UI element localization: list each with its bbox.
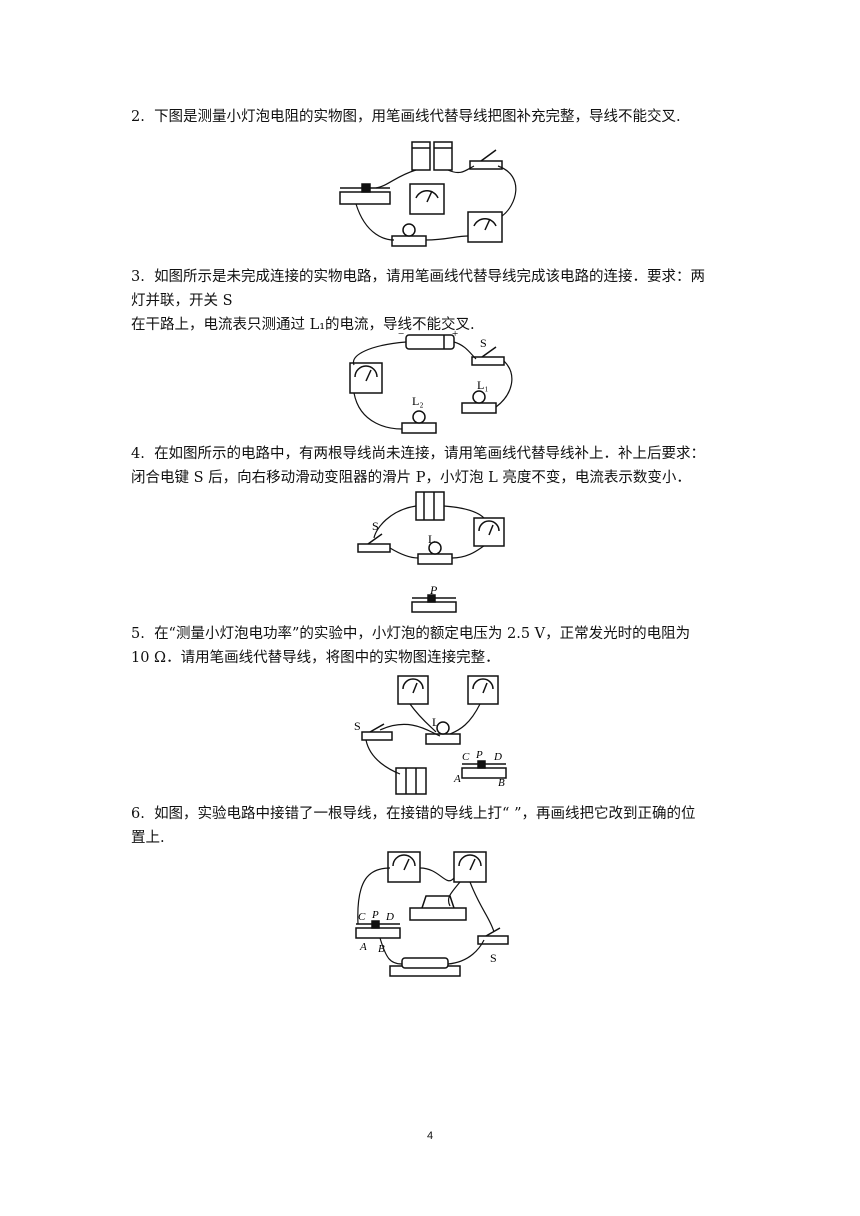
terminal-c-label: C [462,751,470,763]
battery-icon [405,334,455,350]
lamp-icon [409,895,467,921]
terminal-d-label: D [385,911,394,923]
meter-icon [467,675,499,705]
switch-icon [477,927,509,945]
figure-q4-circuit: S L P [350,488,510,618]
meter-icon [473,517,505,547]
battery-icon [411,141,453,171]
rheostat-icon [339,183,391,205]
page-number: 4 [426,1130,434,1142]
slider-p-label: P [371,909,379,921]
question-5-line-2: 10 Ω．请用笔画线代替导线，将图中的实物图连接完整． [131,650,500,666]
figure-q6-circuit: C P D A B S [350,848,520,980]
lamp-icon [425,721,461,745]
lamp-1-label: L₁ [477,378,489,392]
question-3-line-3: 在干路上，电流表只测通过 L₁的电流，导线不能交叉. [131,317,475,333]
meter-icon [409,183,445,215]
slider-label: P [429,583,438,597]
switch-label: S [480,336,487,350]
figure-q2-circuit [336,136,536,256]
terminal-a-label: A [359,941,367,953]
meter-icon [387,851,421,883]
rheostat-icon [461,760,507,779]
meter-icon [349,362,383,394]
lamp-label: L [428,532,435,546]
question-2-line-1: 2. 下图是测量小灯泡电阻的实物图，用笔画线代替导线把图补充完整，导线不能交叉. [131,109,681,125]
lamp-label: L [432,715,439,729]
rheostat-icon [411,594,457,613]
battery-minus-label: − [398,328,404,340]
terminal-b-label: B [498,777,505,789]
question-6-line-1: 6. 如图，实验电路中接错了一根导线，在接错的导线上打“ ”，再画线把它改到正确… [131,806,696,822]
battery-plus-label: + [452,328,458,340]
terminal-d-label: D [493,751,502,763]
question-4-line-1: 4. 在如图所示的电路中，有两根导线尚未连接，请用笔画线代替导线补上．补上后要求… [131,446,706,462]
rheostat-icon [355,920,401,939]
terminal-b-label: B [378,943,385,955]
lamp-2-label: L₂ [412,394,424,408]
terminal-a-label: A [453,773,461,785]
switch-icon [361,723,393,741]
switch-label: S [354,719,361,733]
question-5-line-1: 5. 在“测量小灯泡电功率”的实验中，小灯泡的额定电压为 2.5 V，正常发光时… [131,626,691,642]
switch-label: S [372,519,379,533]
battery-icon [415,491,445,521]
battery-icon [389,957,461,977]
terminal-c-label: C [358,911,366,923]
meter-icon [467,211,503,243]
question-4-line-2: 闭合电键 S 后，向右移动滑动变阻器的滑片 P，小灯泡 L 亮度不变，电流表示数… [131,470,691,486]
lamp-icon [401,410,437,434]
switch-icon [469,149,503,170]
question-2: 2. 下图是测量小灯泡电阻的实物图，用笔画线代替导线把图补充完整，导线不能交叉. [131,105,731,129]
slider-p-label: P [475,749,483,761]
meter-icon [453,851,487,883]
meter-icon [397,675,429,705]
question-6: 6. 如图，实验电路中接错了一根导线，在接错的导线上打“ ”，再画线把它改到正确… [131,802,731,850]
question-3-line-2: 灯并联，开关 S [131,293,233,309]
lamp-icon [461,390,497,414]
question-3: 3. 如图所示是未完成连接的实物电路，请用笔画线代替导线完成该电路的连接．要求：… [131,265,731,337]
figure-q5-circuit: S L C P D A B [350,670,520,800]
question-5: 5. 在“测量小灯泡电功率”的实验中，小灯泡的额定电压为 2.5 V，正常发光时… [131,622,731,670]
switch-label: S [490,951,497,965]
question-4: 4. 在如图所示的电路中，有两根导线尚未连接，请用笔画线代替导线补上．补上后要求… [131,442,731,490]
battery-icon [395,767,427,795]
figure-q3-circuit: − + S L₁ L₂ [340,325,520,440]
switch-icon [471,346,505,366]
question-6-line-2: 置上. [131,830,165,846]
lamp-icon [391,223,427,247]
lamp-icon [417,541,453,565]
question-3-line-1: 3. 如图所示是未完成连接的实物电路，请用笔画线代替导线完成该电路的连接．要求：… [131,269,706,285]
